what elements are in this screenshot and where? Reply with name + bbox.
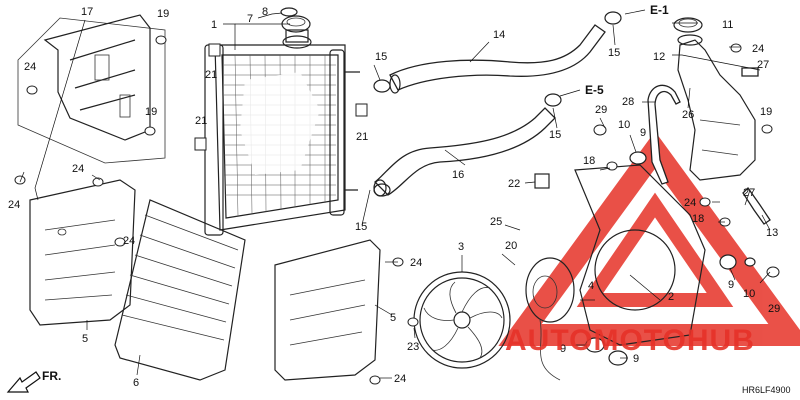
callout-5-left: 5 <box>82 333 88 345</box>
tube-27 <box>741 67 759 77</box>
callout-24-a: 24 <box>24 61 36 73</box>
callout-23: 23 <box>407 341 419 353</box>
callout-24-d: 24 <box>123 235 135 247</box>
watermark-text: AUTOMOTOHUB <box>505 324 755 357</box>
callout-24-h: 24 <box>684 197 696 209</box>
callout-18-b: 18 <box>692 213 704 225</box>
callout-7: 7 <box>247 13 253 25</box>
cooling-fan-3 <box>413 271 511 369</box>
callout-27-a: 27 <box>757 59 769 71</box>
callout-12: 12 <box>653 51 665 63</box>
callout-15-a: 15 <box>375 51 387 63</box>
callout-11: 11 <box>722 19 733 31</box>
radiator-1 <box>204 29 360 236</box>
callout-20: 20 <box>505 240 517 252</box>
callout-21-a: 21 <box>205 69 217 81</box>
callout-26: 26 <box>682 109 694 121</box>
callout-9-c: 9 <box>560 343 566 355</box>
ref-e1: E-1 <box>650 3 669 17</box>
callout-13: 13 <box>766 227 778 239</box>
bracket-22 <box>534 173 550 189</box>
callout-1: 1 <box>211 19 217 31</box>
overflow-hose-28 <box>647 84 681 185</box>
callout-14: 14 <box>493 29 505 41</box>
callout-numbers: 1 2 3 4 5 5 6 7 8 9 9 9 9 10 10 11 12 13… <box>8 6 780 389</box>
radiator-guard-5-left <box>29 179 136 326</box>
leader-lines <box>19 12 771 379</box>
breather-tube-13 <box>742 186 771 225</box>
watermark-logo <box>498 131 800 346</box>
callout-2: 2 <box>668 291 674 303</box>
bracket-17 <box>17 14 166 164</box>
callout-29-a: 29 <box>595 104 607 116</box>
callout-10-b: 10 <box>743 288 755 300</box>
callout-15-d: 15 <box>608 47 620 59</box>
callout-10-a: 10 <box>618 119 630 131</box>
callout-15-c: 15 <box>549 129 561 141</box>
reserve-tank-12 <box>677 34 756 181</box>
callout-19-a: 19 <box>157 8 169 20</box>
callout-29-b: 29 <box>768 303 780 315</box>
hose-clamp-15 <box>373 11 622 197</box>
callout-5-right: 5 <box>390 312 396 324</box>
callout-28: 28 <box>622 96 634 108</box>
fan-shroud-2 <box>574 164 706 346</box>
front-direction-arrow: FR. <box>6 369 61 393</box>
diagram-code: HR6LF4900 <box>742 385 791 395</box>
callout-8: 8 <box>262 6 268 18</box>
fan-motor-4 <box>525 257 575 381</box>
callout-19-c: 19 <box>760 106 772 118</box>
callout-4: 4 <box>588 280 594 292</box>
callout-9-d: 9 <box>633 353 639 365</box>
callout-17: 17 <box>81 6 93 18</box>
radiator-guard-5-right <box>274 239 381 381</box>
callout-21-c: 21 <box>195 115 207 127</box>
callout-3: 3 <box>458 241 464 253</box>
callout-9-a: 9 <box>640 127 646 139</box>
callout-6: 6 <box>133 377 139 389</box>
ref-e5: E-5 <box>585 83 604 97</box>
callout-24-e: 24 <box>410 257 422 269</box>
radiator-grille-6 <box>114 199 246 381</box>
callout-22: 22 <box>508 178 520 190</box>
callout-24-f: 24 <box>394 373 406 385</box>
grommets <box>585 151 756 366</box>
callout-19-b: 19 <box>145 106 157 118</box>
callout-27-b: 27 <box>743 187 755 199</box>
callout-24-g: 24 <box>752 43 764 55</box>
tank-cap-11 <box>673 17 703 33</box>
callout-16: 16 <box>452 169 464 181</box>
callout-24-c: 24 <box>8 199 20 211</box>
callout-9-b: 9 <box>728 279 734 291</box>
callout-25: 25 <box>490 216 502 228</box>
front-label: FR. <box>42 369 61 383</box>
callout-15-b: 15 <box>355 221 367 233</box>
callout-24-b: 24 <box>72 163 84 175</box>
callout-21-b: 21 <box>356 131 368 143</box>
clips-21 <box>194 43 368 151</box>
seal-8 <box>280 7 298 17</box>
callout-18-a: 18 <box>583 155 595 167</box>
